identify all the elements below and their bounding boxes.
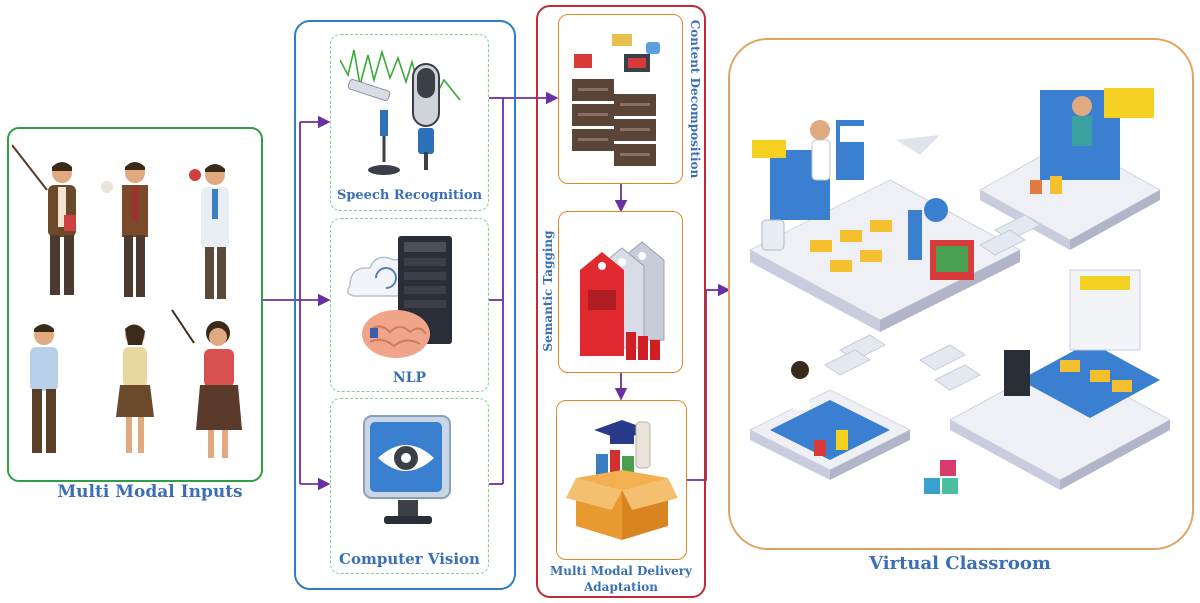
speech-label: Speech Recognition: [336, 188, 483, 203]
isometric-classroom-illustration: [748, 88, 1172, 494]
teacher-figure-pointer: [12, 144, 76, 295]
semantic-tagging-label: Semantic Tagging: [541, 230, 555, 352]
tablet-reading-platform: [748, 361, 912, 480]
processing-panel: [294, 20, 516, 590]
inputs-panel: [7, 127, 263, 482]
teacher-figure-plant: [116, 324, 154, 453]
teacher-figure-skull: [101, 162, 148, 297]
delivery-label-line2: Adaptation: [583, 580, 658, 594]
nlp-label: NLP: [392, 370, 427, 386]
server-stack-icon: [572, 34, 660, 166]
classroom-panel: [728, 38, 1194, 550]
teacher-figures-illustration: [12, 144, 242, 458]
teacher-figure-scientist: [189, 164, 229, 299]
classroom-label: Virtual Classroom: [869, 553, 1051, 574]
teacher-figure-presenter: [30, 324, 58, 453]
content-decomposition-module: [558, 14, 683, 184]
vision-module: [330, 398, 489, 574]
eye-monitor-icon: [363, 415, 451, 524]
microphone-waveform-icon: [340, 49, 461, 175]
arrow-delivery-out: [687, 283, 731, 481]
toy-cubes: [924, 460, 958, 494]
inputs-label: Multi Modal Inputs: [57, 482, 243, 502]
delivery-module: [556, 400, 687, 560]
nlp-module: [330, 218, 489, 392]
delivery-label-line1: Multi Modal Delivery: [549, 564, 693, 578]
graduation-box-icon: [566, 420, 678, 540]
main-classroom-platform: [748, 120, 1022, 332]
price-tags-icon: [580, 241, 665, 360]
vision-label: Computer Vision: [339, 550, 480, 568]
brain-server-icon: [347, 236, 452, 358]
content-decomposition-label: Content Decomposition: [688, 19, 702, 179]
pipeline-panel: [536, 5, 706, 598]
teacher-figure-baton: [171, 309, 242, 458]
semantic-tagging-module: [558, 211, 683, 373]
speech-module: [330, 34, 489, 211]
art-class-platform: [948, 269, 1172, 490]
